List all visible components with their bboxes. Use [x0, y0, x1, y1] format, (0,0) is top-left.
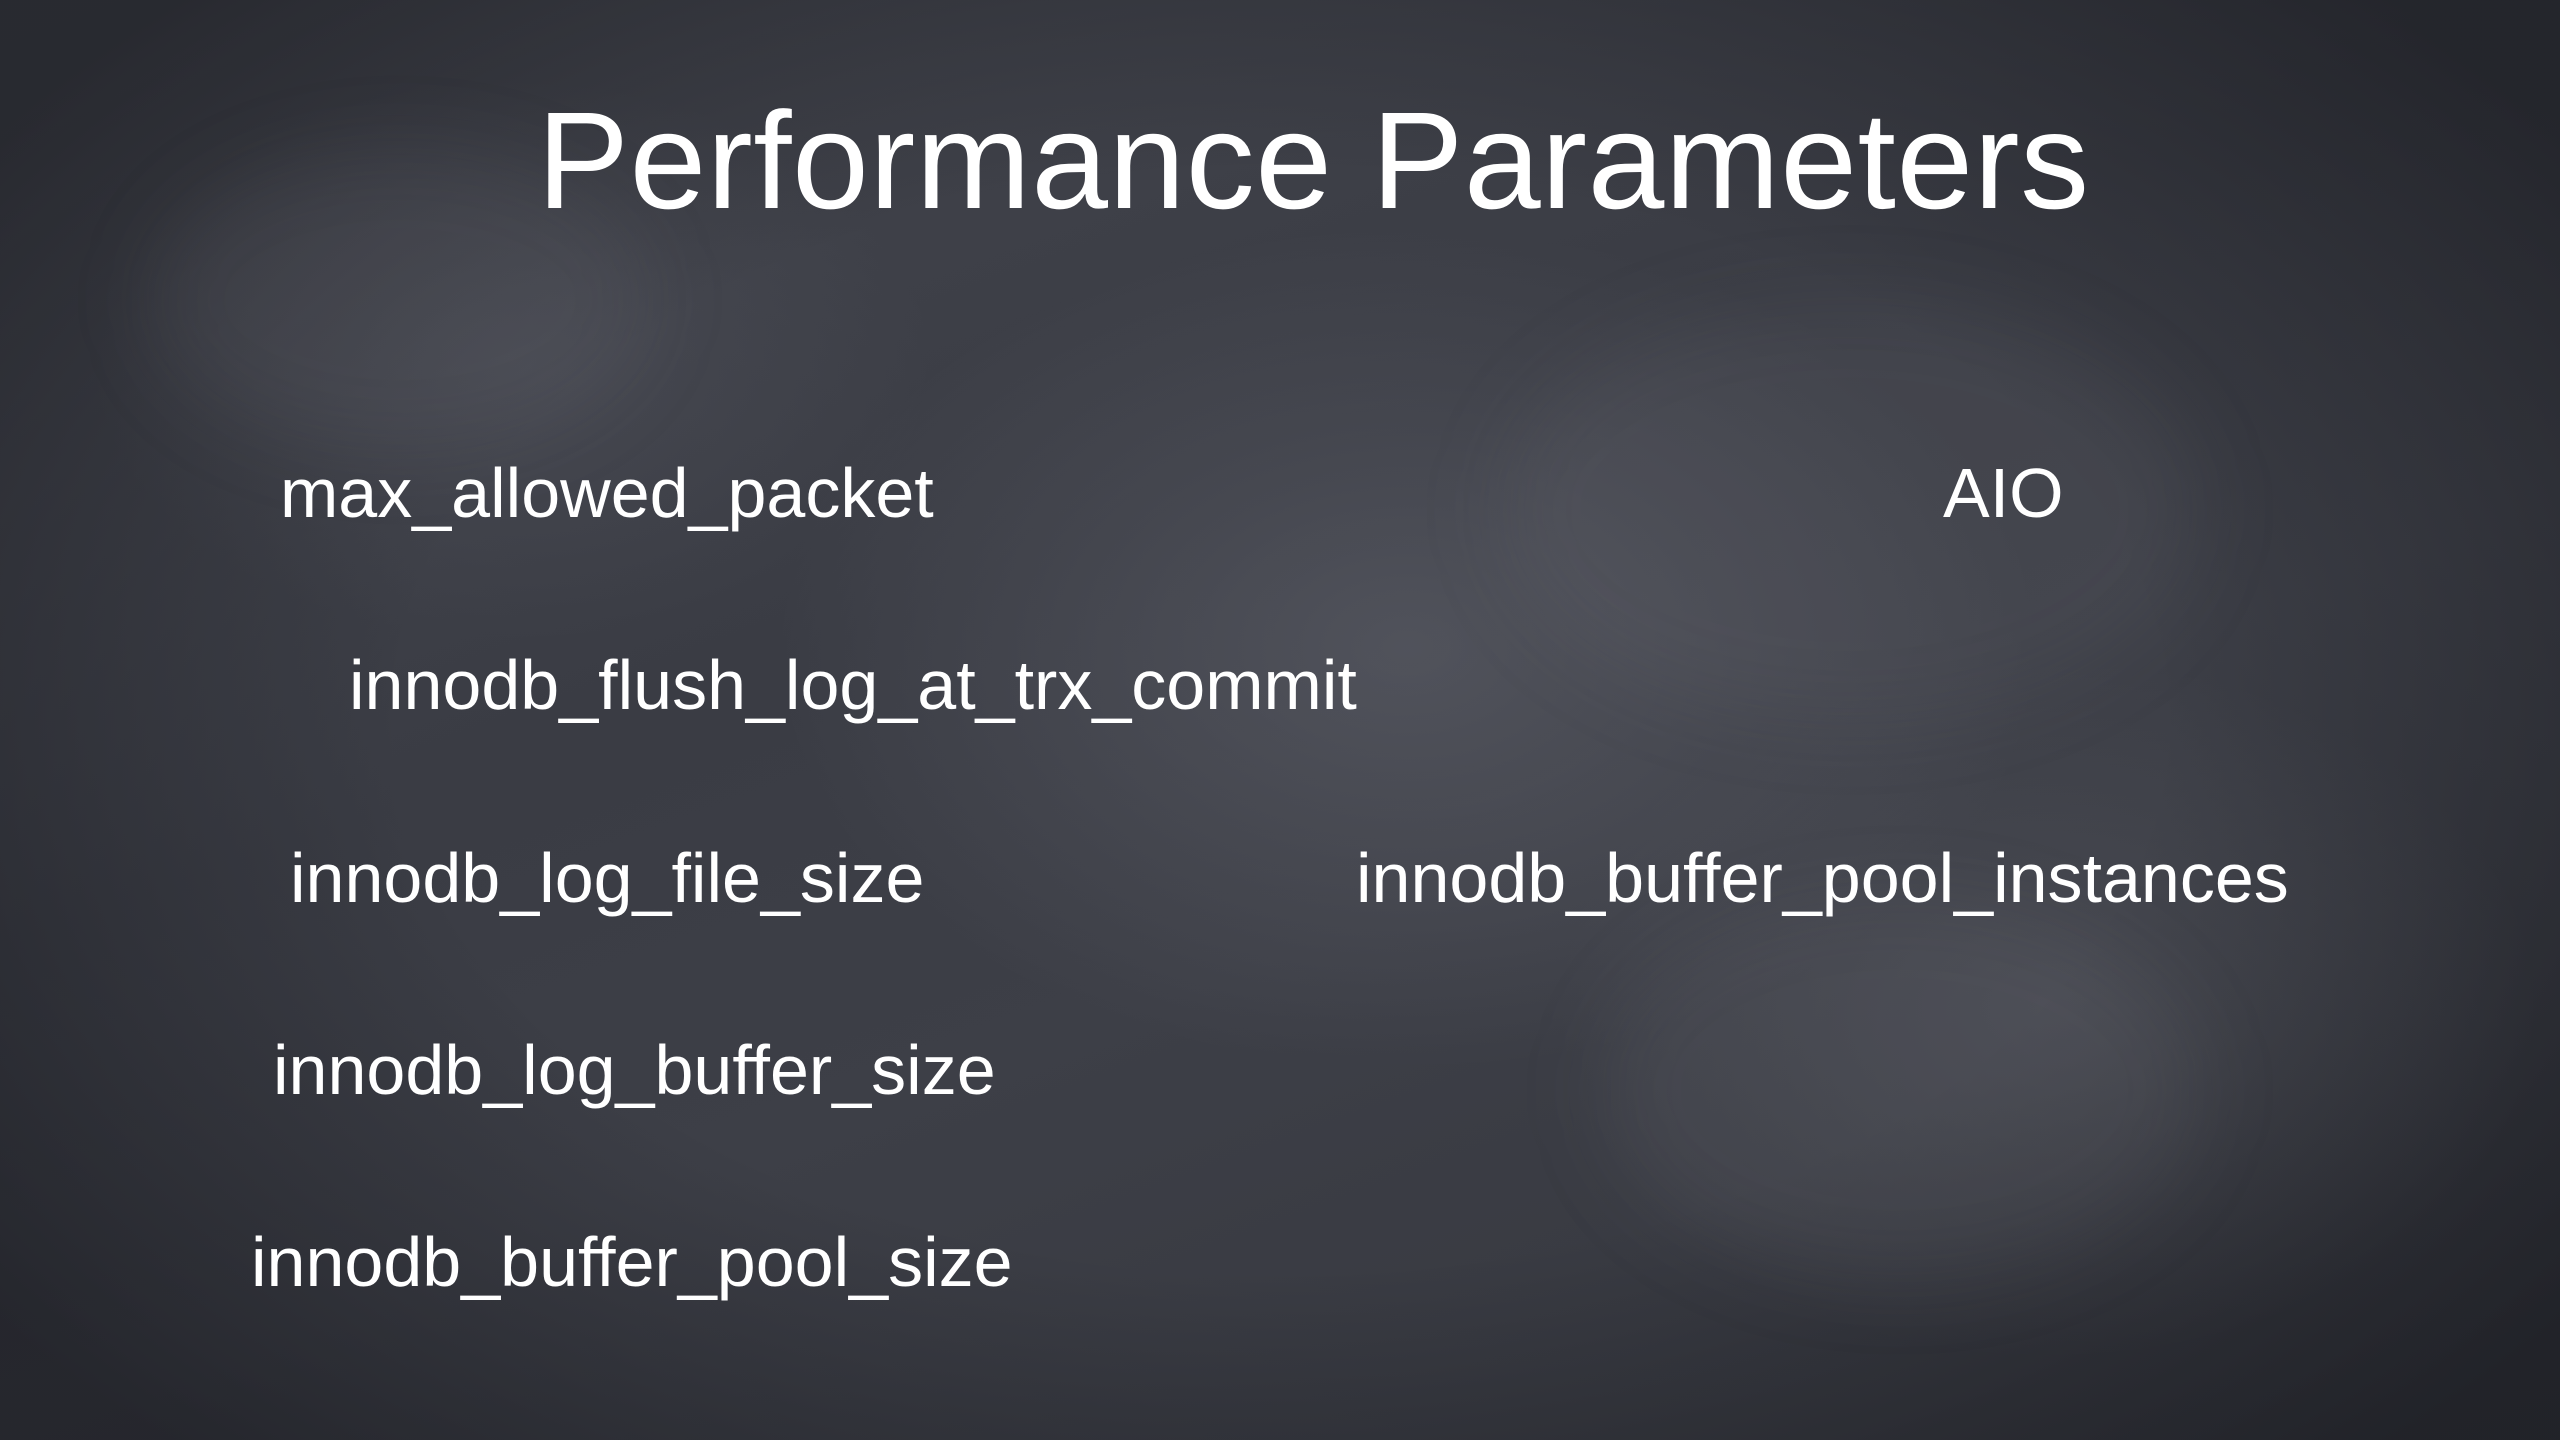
chalk-smudge — [1500, 300, 2200, 720]
param-innodb-buffer-pool-size: innodb_buffer_pool_size — [251, 1223, 1013, 1301]
slide-title: Performance Parameters — [537, 84, 2090, 238]
chalk-smudge — [1600, 900, 2200, 1280]
param-innodb-log-file-size: innodb_log_file_size — [290, 839, 925, 917]
param-innodb-buffer-pool-instances: innodb_buffer_pool_instances — [1356, 839, 2289, 917]
param-innodb-flush-log-at-trx-commit: innodb_flush_log_at_trx_commit — [349, 646, 1357, 724]
param-aio: AIO — [1943, 454, 2064, 532]
param-innodb-log-buffer-size: innodb_log_buffer_size — [273, 1031, 996, 1109]
param-max-allowed-packet: max_allowed_packet — [280, 454, 934, 532]
